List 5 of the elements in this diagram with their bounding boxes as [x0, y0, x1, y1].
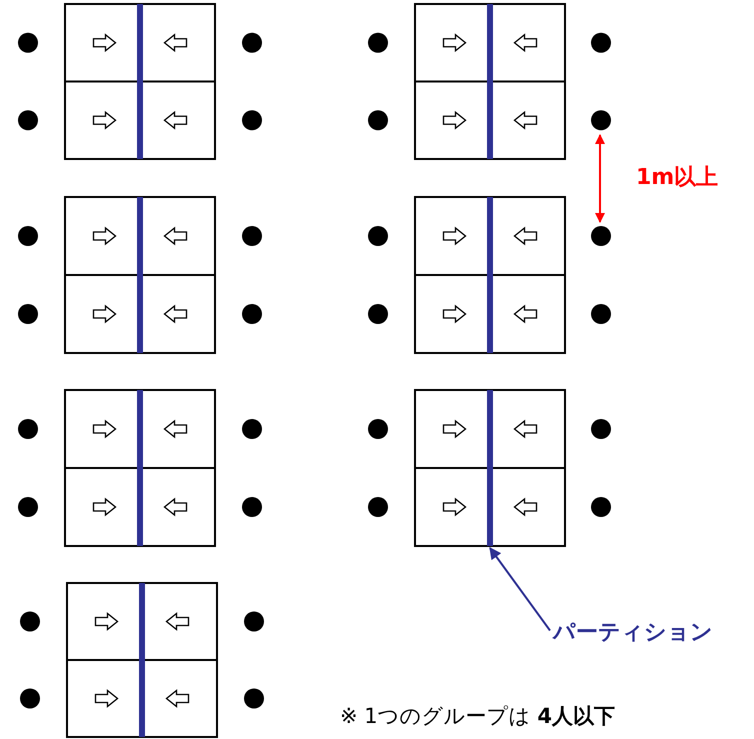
dimension-label: 1m以上	[636, 164, 718, 192]
partition-bar	[487, 390, 493, 546]
note-text: ※ 1つのグループは 4人以下	[340, 703, 615, 730]
leader-line	[489, 547, 551, 632]
callout-label: パーティション	[553, 617, 713, 647]
